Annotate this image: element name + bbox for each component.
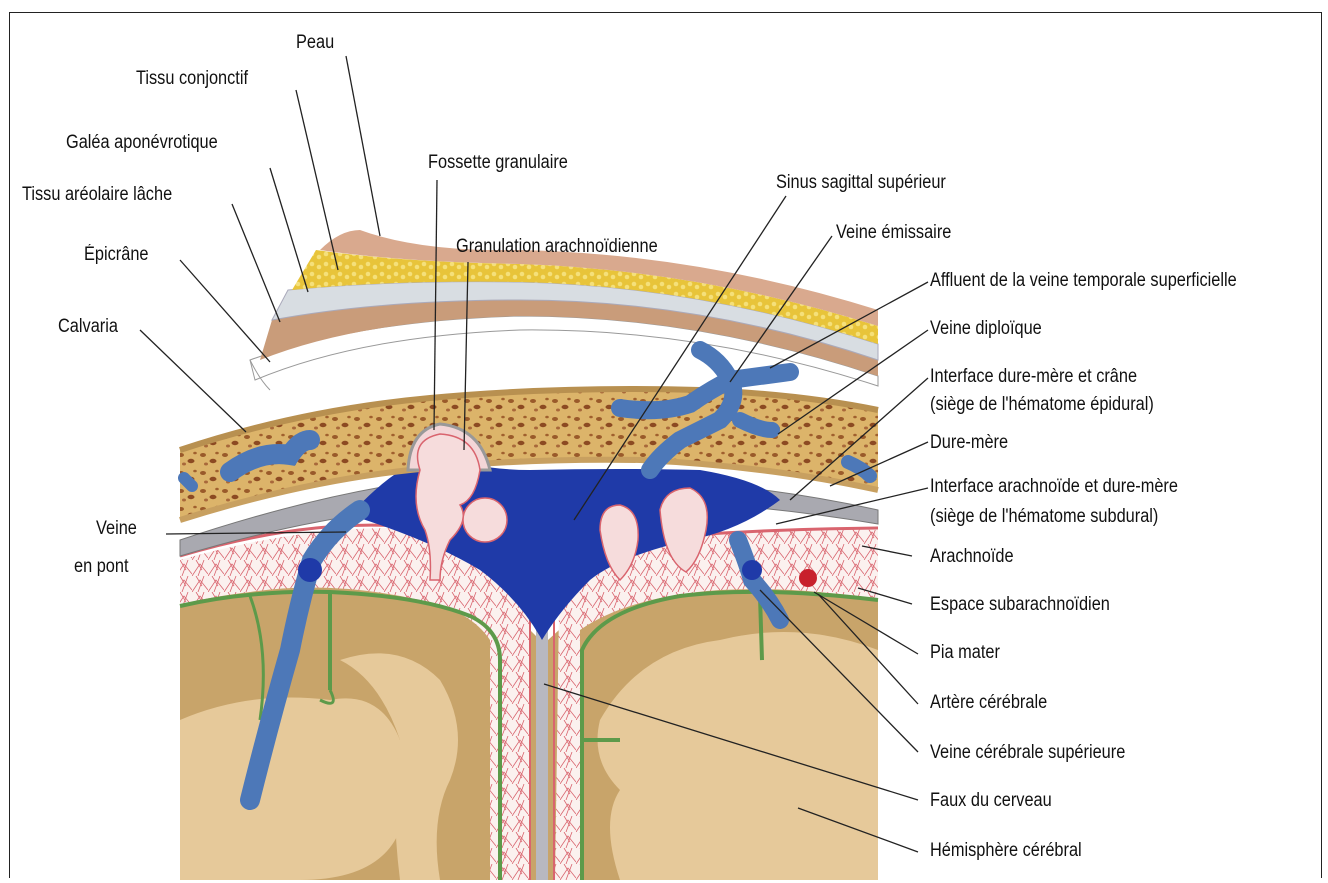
label-veine-en-pont-1: Veine xyxy=(96,518,137,540)
label-veine-emissaire: Veine émissaire xyxy=(836,222,951,244)
label-veine-diploique: Veine diploïque xyxy=(930,318,1042,340)
label-tissu-areolaire: Tissu aréolaire lâche xyxy=(22,184,172,206)
label-faux: Faux du cerveau xyxy=(930,790,1052,812)
label-espace-sub: Espace subarachnoïdien xyxy=(930,594,1110,616)
label-epicrane: Épicrâne xyxy=(84,244,149,266)
label-artere: Artère cérébrale xyxy=(930,692,1047,714)
falx-cerebri xyxy=(536,600,548,880)
label-affluent: Affluent de la veine temporale superfici… xyxy=(930,270,1237,292)
cerebral-artery-dot xyxy=(799,569,817,587)
label-interface-arach-1: Interface arachnoïde et dure-mère xyxy=(930,476,1178,498)
label-pia: Pia mater xyxy=(930,642,1000,664)
label-sinus: Sinus sagittal supérieur xyxy=(776,172,946,194)
label-calvaria: Calvaria xyxy=(58,316,118,338)
white-matter-left xyxy=(180,698,410,881)
label-granulation: Granulation arachnoïdienne xyxy=(456,236,658,258)
label-arachnoide: Arachnoïde xyxy=(930,546,1014,568)
label-interface-dm-crane-2: (siège de l'hématome épidural) xyxy=(930,394,1154,416)
label-hemisphere: Hémisphère cérébral xyxy=(930,840,1082,862)
label-peau: Peau xyxy=(296,32,334,54)
label-galea: Galéa aponévrotique xyxy=(66,132,218,154)
label-interface-dm-crane-1: Interface dure-mère et crâne xyxy=(930,366,1137,388)
label-tissu-conjonctif: Tissu conjonctif xyxy=(136,68,248,90)
label-interface-arach-2: (siège de l'hématome subdural) xyxy=(930,506,1158,528)
label-veine-cerebrale: Veine cérébrale supérieure xyxy=(930,742,1125,764)
label-fossette: Fossette granulaire xyxy=(428,152,568,174)
label-veine-en-pont-2: en pont xyxy=(74,556,129,578)
label-dure-mere: Dure-mère xyxy=(930,432,1008,454)
